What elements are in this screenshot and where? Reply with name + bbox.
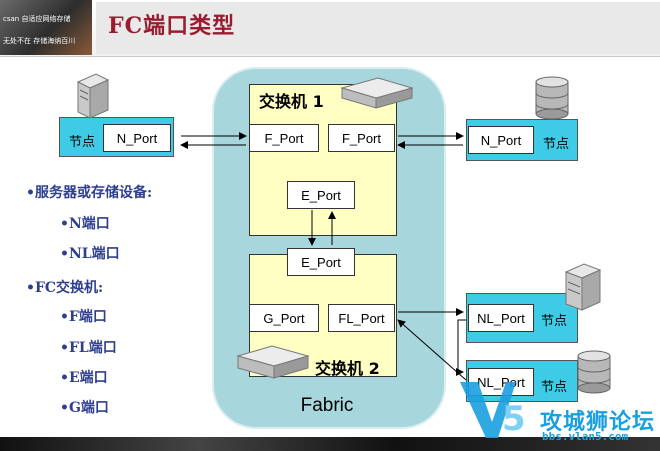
- disk-stack-icon: [535, 76, 569, 120]
- switch-1-f-port-right: F_Port: [328, 124, 395, 152]
- bullet-fc-switch: •FC交换机:: [26, 280, 104, 296]
- bullet-f-port: •F端口: [60, 309, 107, 325]
- switch-2-e-port: E_Port: [287, 248, 355, 276]
- watermark-text: 攻城狮论坛: [540, 410, 656, 435]
- server-tower-icon: [76, 73, 110, 119]
- header-photo-logo: csan 自适应网络存储 无处不在 存储海纳百川: [0, 0, 92, 55]
- bullet-devices: •服务器或存储设备:: [26, 185, 153, 201]
- node-loop-2-label: 节点: [541, 380, 568, 395]
- node-right-top-n-port: N_Port: [468, 126, 534, 154]
- page-title: FC端口类型: [108, 13, 236, 39]
- switch-1-f-port-left: F_Port: [249, 124, 319, 152]
- bullet-n-port: •N端口: [60, 216, 110, 232]
- server-tower-icon: [564, 263, 602, 311]
- switch-1-label: 交换机 1: [259, 92, 324, 111]
- node-right-top-label: 节点: [543, 137, 570, 152]
- bullet-g-port: •G端口: [60, 400, 109, 416]
- switch-1-e-port: E_Port: [287, 181, 355, 209]
- switch-2-fl-port: FL_Port: [328, 304, 395, 332]
- rack-switch-icon: [340, 77, 414, 109]
- disk-stack-icon: [577, 350, 611, 394]
- switch-1: [249, 84, 397, 236]
- bullet-nl-port: •NL端口: [60, 246, 120, 262]
- bullet-fl-port: •FL端口: [60, 340, 117, 356]
- link-loop-internal: [456, 319, 466, 376]
- title-bar: [96, 2, 660, 54]
- switch-2-label: 交换机 2: [315, 359, 380, 378]
- node-loop-1-nl-port: NL_Port: [468, 304, 534, 332]
- node-left-n-port: N_Port: [103, 124, 171, 152]
- logo-line-2: 无处不在 存储海纳百川: [3, 37, 76, 45]
- node-loop-1-label: 节点: [541, 314, 568, 329]
- watermark-url: bbs.vlan5.com: [542, 430, 629, 443]
- fabric-label: Fabric: [300, 395, 354, 416]
- watermark-v5-logo: 5: [460, 382, 526, 439]
- bullet-e-port: •E端口: [60, 370, 108, 386]
- rack-switch-icon: [236, 345, 310, 379]
- logo-line-1: csan 自适应网络存储: [3, 15, 71, 23]
- link-loop-return: [397, 319, 467, 381]
- switch-2-g-port: G_Port: [249, 304, 319, 332]
- svg-text:5: 5: [502, 399, 526, 439]
- footer-strip: [0, 437, 660, 451]
- node-left-label: 节点: [69, 135, 96, 150]
